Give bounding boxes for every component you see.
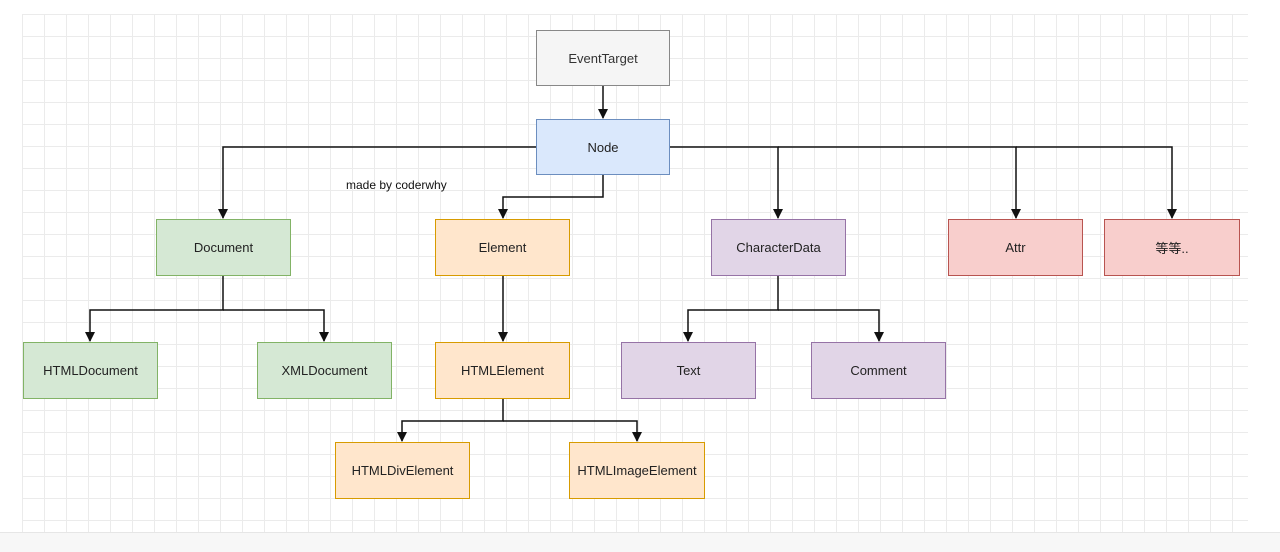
edge-document-xmldocument [223, 309, 329, 342]
node-text: Text [621, 342, 756, 399]
node-htmlimageelement: HTMLImageElement [569, 442, 705, 499]
edge-node-element [498, 174, 604, 219]
edge-htmlelement-htmldivelement [397, 399, 504, 442]
node-eventtarget: EventTarget [536, 30, 670, 86]
node-xmldocument: XMLDocument [257, 342, 392, 399]
node-document: Document [156, 219, 291, 276]
node-node: Node [536, 119, 670, 175]
node-element: Element [435, 219, 570, 276]
edge-node-characterdata [669, 146, 783, 219]
node-htmldocument: HTMLDocument [23, 342, 158, 399]
node-attr: Attr [948, 219, 1083, 276]
watermark-text: made by coderwhy [346, 178, 447, 192]
node-characterdata: CharacterData [711, 219, 846, 276]
edge-node-document [218, 146, 536, 219]
edge-characterdata-text [683, 276, 779, 342]
edge-node-etc [1016, 146, 1177, 219]
node-htmlelement: HTMLElement [435, 342, 570, 399]
node-htmldivelement: HTMLDivElement [335, 442, 470, 499]
edge-characterdata-comment [778, 309, 884, 342]
edge-node-attr [778, 146, 1021, 219]
edge-htmlelement-htmlimageelement [503, 420, 642, 442]
node-comment: Comment [811, 342, 946, 399]
node-etc: 等等.. [1104, 219, 1240, 276]
bottom-band [0, 532, 1280, 552]
edge-document-htmldocument [85, 276, 224, 342]
